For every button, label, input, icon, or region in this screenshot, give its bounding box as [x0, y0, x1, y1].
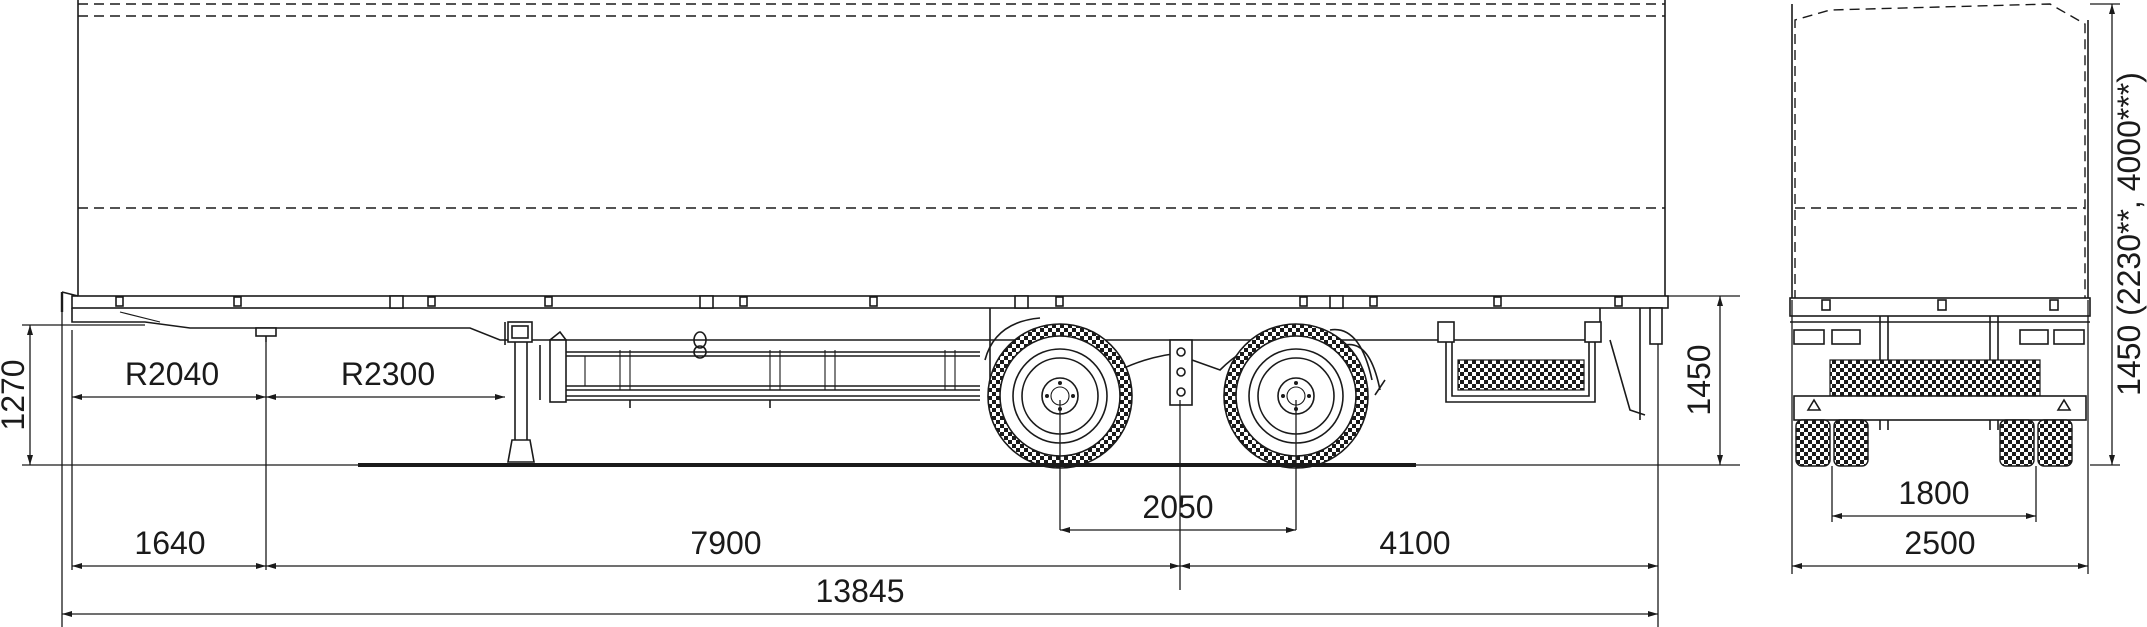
dim-r2040: R2040 [125, 356, 219, 392]
rear-wheels-left [1795, 419, 1869, 467]
dim-13845: 13845 [816, 573, 905, 609]
side-view [60, 0, 1669, 469]
wheel-rear [1223, 323, 1369, 469]
rear-view [1789, 3, 2091, 467]
rear-wheels-right [1999, 419, 2073, 467]
wheel-front [987, 323, 1133, 469]
rear-stake-pockets [1821, 299, 2059, 311]
rear-frame [1790, 316, 2090, 430]
dim-2500: 2500 [1904, 525, 1975, 561]
dim-4100: 4100 [1379, 525, 1450, 561]
rear-dimensions: 1800 2500 1450 (2230**, 4000***) [1791, 3, 2147, 574]
side-underrun-rails [549, 330, 980, 408]
stake-pockets [115, 295, 1623, 309]
dim-1450: 1450 [1681, 344, 1717, 415]
rear-tarpaulin [1791, 3, 2089, 300]
chassis-frame [71, 308, 1646, 420]
dim-1640: 1640 [134, 525, 205, 561]
tarpaulin-body [77, 0, 1666, 300]
rear-bumper [1649, 307, 1663, 345]
dim-2050: 2050 [1142, 489, 1213, 525]
side-dimensions: R2040 R2300 1270 1450 2050 1640 7900 410… [0, 295, 1740, 627]
landing-gear [507, 321, 541, 463]
dim-1800: 1800 [1898, 475, 1969, 511]
dim-rear-height: 1450 (2230**, 4000***) [2111, 72, 2147, 396]
dim-1270: 1270 [0, 359, 31, 430]
platform-deck [60, 291, 1669, 312]
dim-r2300: R2300 [341, 356, 435, 392]
pallet-box [1437, 321, 1602, 403]
dim-7900: 7900 [690, 525, 761, 561]
